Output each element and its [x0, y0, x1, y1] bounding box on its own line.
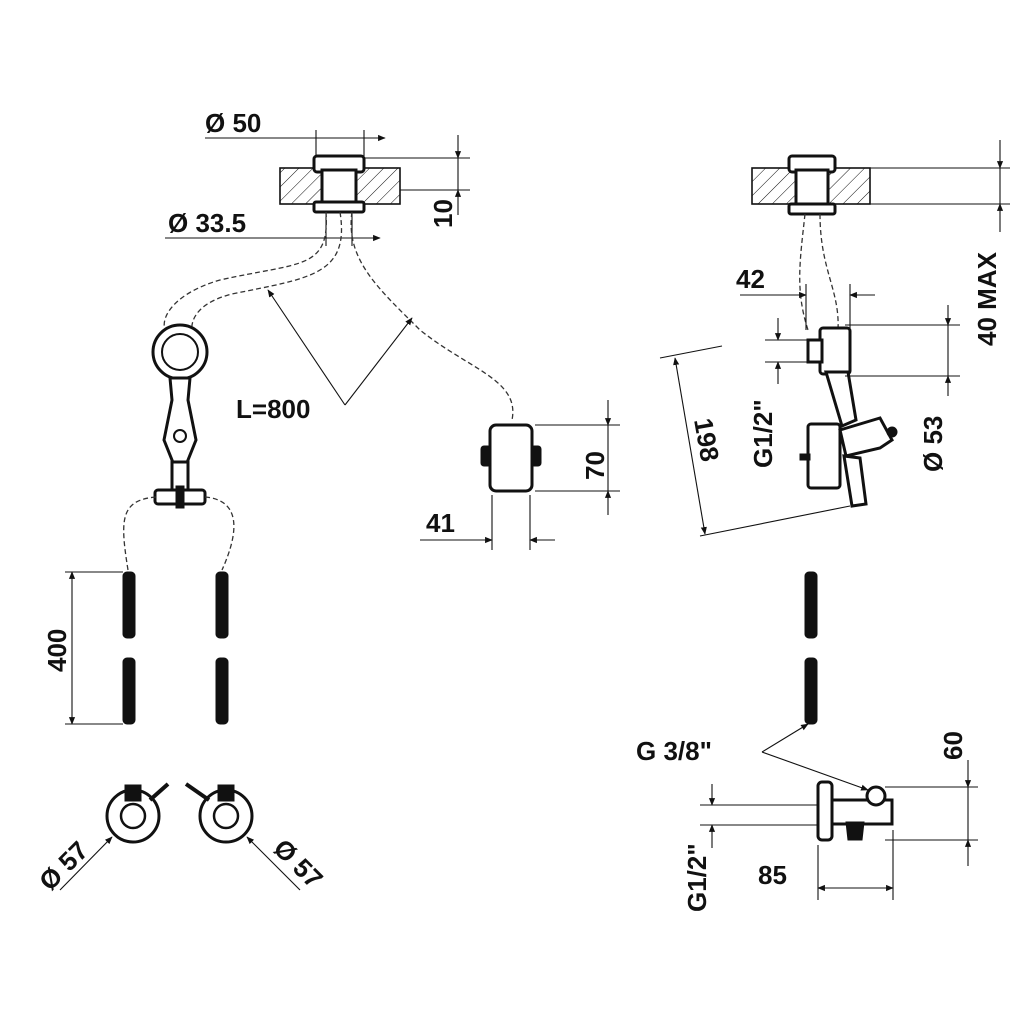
left-deck-assembly	[165, 130, 470, 246]
shutoff-valves	[59, 782, 301, 891]
dim-d33-5: Ø 33.5	[168, 208, 246, 238]
dim-l800: L=800	[236, 394, 310, 424]
dim-max40: 40 MAX	[972, 251, 1002, 346]
shower-hose	[163, 211, 514, 421]
hand-shower	[151, 323, 209, 509]
side-supply-hoses	[761, 571, 869, 791]
dim-d53: Ø 53	[918, 416, 948, 472]
dim-h400: 400	[42, 629, 72, 672]
supply-hoses	[65, 496, 235, 725]
dim-g38: G 3/8"	[636, 736, 712, 766]
dim-h60: 60	[938, 731, 968, 760]
dim-w41: 41	[426, 508, 455, 538]
side-shutoff-valve	[700, 760, 978, 900]
dim-w42: 42	[736, 264, 765, 294]
right-deck-assembly	[751, 140, 1010, 331]
dim-d57-right: Ø 57	[268, 833, 329, 894]
dim-h10: 10	[428, 199, 458, 228]
dim-d50: Ø 50	[205, 108, 261, 138]
dim-h70: 70	[580, 451, 610, 480]
dimension-labels: Ø 50 Ø 33.5 10 L=800 70 41 400 Ø 57 Ø 57…	[33, 108, 1002, 912]
dim-w85: 85	[758, 860, 787, 890]
control-box	[420, 400, 620, 550]
side-valve-body	[659, 284, 960, 537]
dim-g12-top: G1/2"	[748, 399, 778, 468]
dim-l198: 198	[688, 416, 725, 464]
dim-g12-bottom: G1/2"	[682, 843, 712, 912]
